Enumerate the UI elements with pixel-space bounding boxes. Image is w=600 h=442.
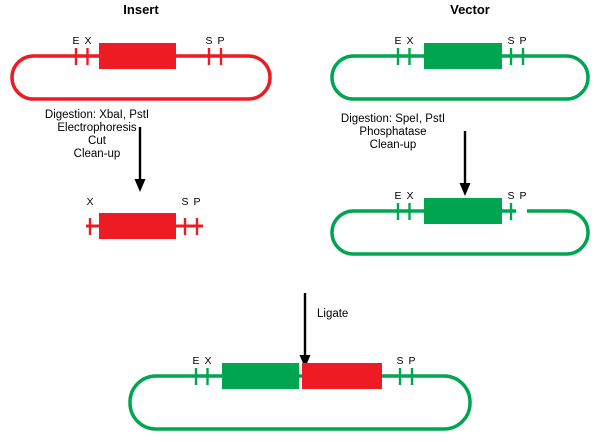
product-site-p-label: P (408, 355, 415, 367)
cut-vector-site-x-label: X (406, 190, 413, 202)
vector-site-p-label: P (519, 35, 526, 47)
vector-step-digestion: Digestion: SpeI, PstI (341, 113, 445, 125)
insert-down-arrow-head (134, 179, 146, 192)
insert-site-e-label: E (72, 35, 79, 47)
product-site-e-label: E (192, 355, 199, 367)
fragment-site-s-label: S (181, 196, 188, 208)
vector-site-x-label: X (406, 35, 413, 47)
vector-site-e-label: E (394, 35, 401, 47)
insert-step-cleanup: Clean-up (74, 148, 121, 160)
cut-vector-gene-block (424, 198, 502, 224)
cut-vector-site-s-label: S (507, 190, 514, 202)
ligate-label: Ligate (317, 308, 348, 320)
vector-gene-block (424, 43, 502, 69)
fragment-site-p-label: P (193, 196, 200, 208)
insert-title: Insert (123, 2, 159, 17)
insert-gene-block (99, 43, 176, 69)
insert-site-s-label: S (205, 35, 212, 47)
cut-vector-site-p-label: P (519, 190, 526, 202)
ligate-arrow-head (299, 355, 311, 368)
vector-step-phosphatase: Phosphatase (359, 126, 426, 138)
product-plasmid-circle (128, 374, 472, 431)
cut-vector-site-e-label: E (394, 190, 401, 202)
vector-title: Vector (450, 2, 490, 17)
vector-site-s-label: S (507, 35, 514, 47)
insert-site-p-label: P (217, 35, 224, 47)
product-insert-gene-block (302, 363, 382, 389)
fragment-site-x-label: X (86, 196, 93, 208)
insert-step-electrophoresis: Electrophoresis (57, 122, 137, 134)
product-site-x-label: X (204, 355, 211, 367)
insert-step-cut: Cut (88, 135, 107, 147)
vector-down-arrow-head (459, 183, 471, 196)
insert-step-digestion: Digestion: XbaI, PstI (45, 109, 149, 121)
product-site-s-label: S (396, 355, 403, 367)
product-vector-gene-block (222, 363, 299, 389)
fragment-gene-block (99, 213, 176, 239)
vector-step-cleanup: Clean-up (370, 139, 417, 151)
insert-site-x-label: X (84, 35, 91, 47)
